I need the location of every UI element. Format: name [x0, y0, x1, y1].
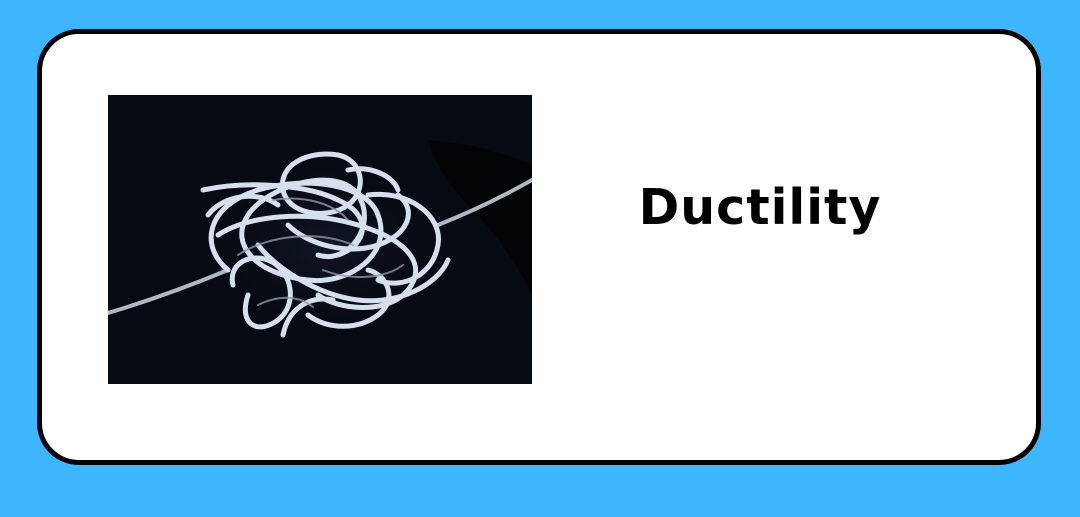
page-title: Ductility [638, 179, 882, 236]
wire-illustration [108, 95, 532, 384]
tangled-wire-image [108, 95, 532, 384]
